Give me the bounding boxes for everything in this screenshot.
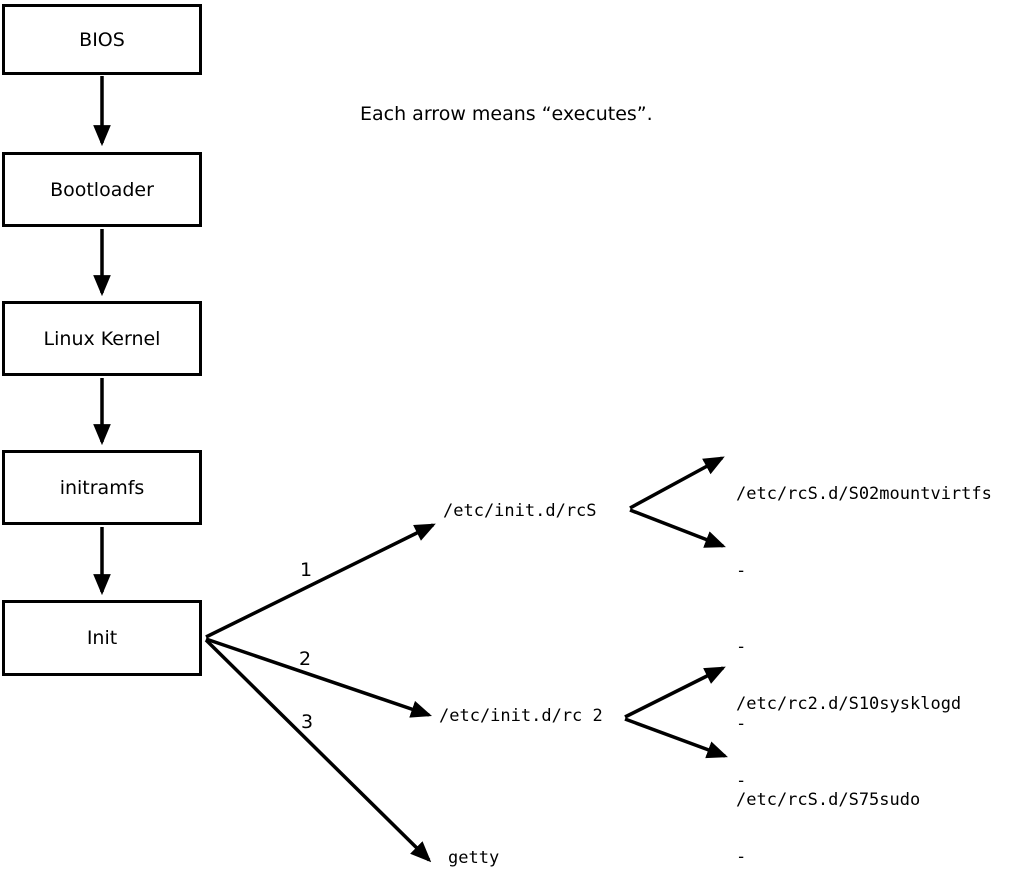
script-item: /etc/rcS.d/S02mountvirtfs	[736, 484, 992, 504]
rc2-scripts-list: /etc/rc2.d/S10sysklogd - - - /etc/rc2.d/…	[736, 641, 961, 875]
arrow-rcs-to-s02mountvirtfs	[629, 456, 725, 510]
box-linux-kernel: Linux Kernel	[2, 301, 202, 376]
box-bios-label: BIOS	[79, 28, 125, 51]
box-initramfs-label: initramfs	[59, 476, 145, 499]
script-item: /etc/rc2.d/S10sysklogd	[736, 694, 962, 714]
arrow-rcs-to-s75sudo	[629, 508, 726, 548]
arrow-order-label-2: 2	[299, 648, 312, 670]
arrow-order-label-3: 3	[301, 711, 314, 733]
arrow-order-label-1: 1	[300, 559, 313, 581]
command-label-rc2: /etc/init.d/rc 2	[439, 706, 603, 726]
box-bootloader: Bootloader	[2, 152, 202, 227]
script-item: -	[736, 847, 747, 867]
box-init: Init	[2, 600, 202, 676]
script-item: -	[736, 560, 747, 581]
command-label-rcs: /etc/init.d/rcS	[443, 501, 597, 521]
arrow-rc2-to-s10sysklogd	[624, 666, 726, 719]
script-item: -	[736, 637, 747, 657]
box-bios: BIOS	[2, 4, 202, 75]
arrow-rc2-to-s99gdm	[624, 717, 728, 759]
box-init-label: Init	[86, 627, 118, 649]
box-bootloader-label: Bootloader	[50, 178, 154, 201]
arrow-init-to-rc2	[205, 637, 432, 718]
arrow-init-to-getty	[204, 638, 432, 863]
script-item: /etc/rcS.d/S75sudo	[736, 790, 921, 810]
script-item: -	[736, 770, 747, 791]
command-label-getty: getty	[448, 848, 500, 868]
box-initramfs: initramfs	[2, 450, 202, 525]
diagram-caption: Each arrow means “executes”.	[360, 103, 653, 125]
script-item: -	[736, 713, 747, 734]
box-linux-kernel-label: Linux Kernel	[43, 327, 161, 350]
arrow-init-to-rcs	[205, 523, 436, 639]
rcs-scripts-list: /etc/rcS.d/S02mountvirtfs - - - /etc/rcS…	[736, 431, 992, 865]
